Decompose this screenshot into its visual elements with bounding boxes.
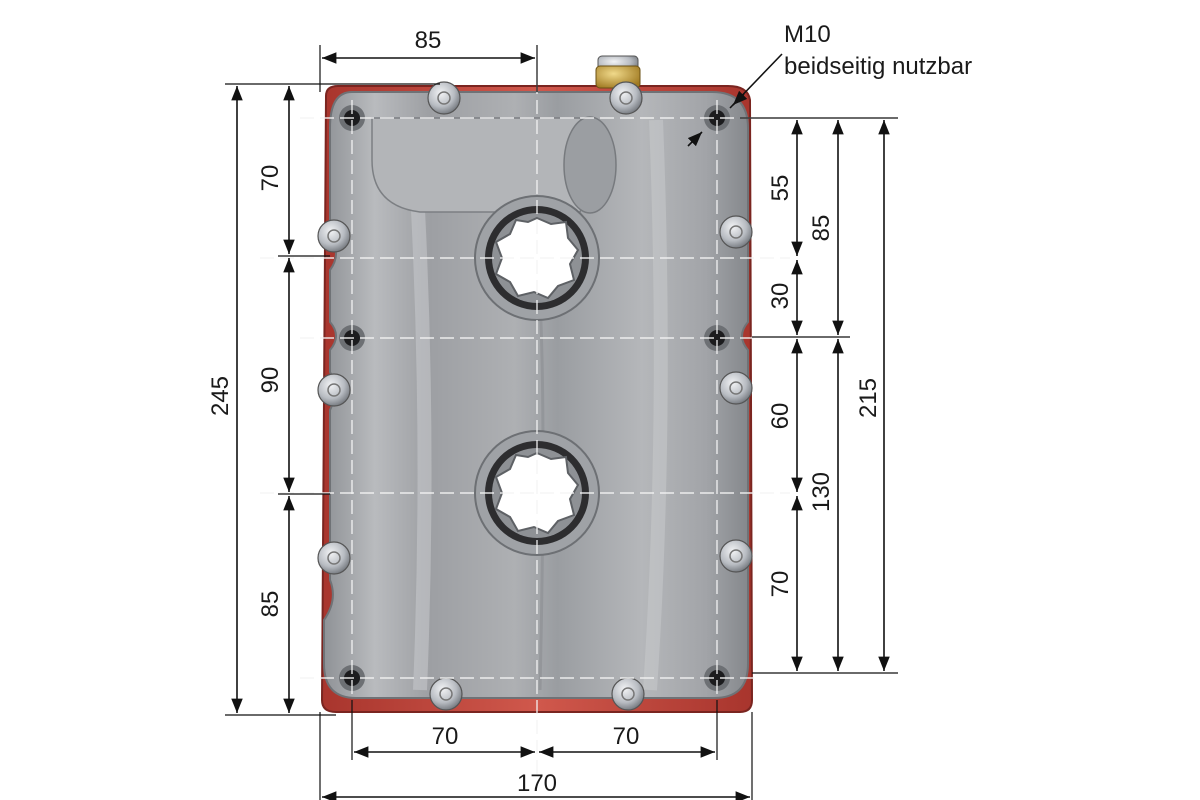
dim-right-overall: 215 bbox=[855, 378, 882, 418]
dimension-lines bbox=[231, 52, 890, 800]
cover-bolt bbox=[317, 373, 351, 407]
dim-right-group-top: 85 bbox=[808, 215, 835, 242]
cover-bolt bbox=[609, 81, 643, 115]
callout-note: beidseitig nutzbar bbox=[784, 53, 972, 80]
dim-bottom-overall: 170 bbox=[517, 770, 557, 797]
mounting-hole-mid-right bbox=[704, 325, 730, 351]
cover-bolt bbox=[719, 215, 753, 249]
dim-left-overall: 245 bbox=[207, 376, 234, 416]
centre-lines bbox=[260, 60, 790, 780]
cover-bolt bbox=[719, 539, 753, 573]
dim-right-group-bottom: 130 bbox=[808, 472, 835, 512]
cover-bolt bbox=[429, 677, 463, 711]
dim-left-middle-segment: 90 bbox=[257, 367, 284, 394]
dim-top-width: 85 bbox=[415, 27, 442, 54]
dim-left-top-segment: 70 bbox=[257, 165, 284, 192]
mounting-hole-bottom-right bbox=[704, 665, 730, 691]
filler-plug bbox=[595, 55, 641, 89]
dim-right-segment-c: 60 bbox=[767, 403, 794, 430]
cover-bolt bbox=[317, 219, 351, 253]
cover-bolt bbox=[427, 81, 461, 115]
dim-bottom-left-half: 70 bbox=[432, 723, 459, 750]
cover-bolt bbox=[611, 677, 645, 711]
extension-lines bbox=[225, 45, 898, 800]
dim-left-bottom-segment: 85 bbox=[257, 591, 284, 618]
mounting-hole-top-right bbox=[704, 105, 730, 131]
cover-bolt bbox=[719, 371, 753, 405]
cover-bolt bbox=[317, 541, 351, 575]
aluminium-cover-plate bbox=[323, 91, 749, 699]
upper-splined-bore bbox=[474, 195, 600, 321]
dim-right-segment-d: 70 bbox=[767, 571, 794, 598]
dim-right-segment-a: 55 bbox=[767, 175, 794, 202]
dim-right-segment-b: 30 bbox=[767, 283, 794, 310]
callout-thread: M10 bbox=[784, 21, 831, 48]
dim-bottom-right-half: 70 bbox=[613, 723, 640, 750]
